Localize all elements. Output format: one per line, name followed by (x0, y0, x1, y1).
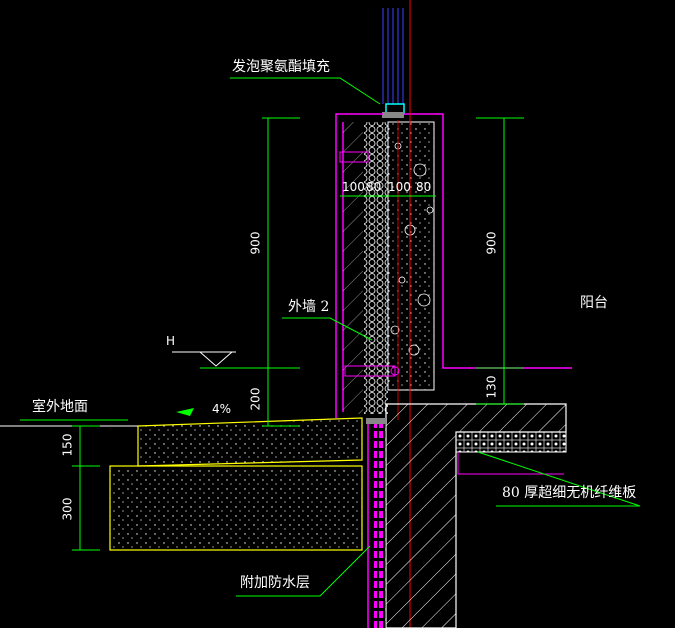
dim-900-left: 900 (248, 231, 263, 255)
label-outer-wall: 外墙 2 (288, 299, 330, 315)
dim-layer-2: 80 (366, 180, 382, 194)
dim-150: 150 (60, 433, 75, 457)
label-level-mark: H (166, 334, 176, 348)
dim-900-right: 900 (484, 231, 499, 255)
dim-layer-1: 100 (342, 180, 365, 194)
dimension-lines (72, 117, 524, 551)
dim-layer-4: 80 (416, 180, 432, 194)
ground-slab (137, 417, 363, 467)
label-fiber-board: 80 厚超细无机纤维板 (502, 485, 637, 501)
gray-cap (366, 418, 386, 424)
insulation-layer (364, 122, 388, 414)
dim-130: 130 (484, 375, 499, 399)
concrete-wall (387, 121, 435, 391)
foam-fill-block (382, 112, 404, 118)
dim-200: 200 (248, 387, 263, 411)
level-mark-icon (198, 351, 234, 367)
label-balcony: 阳台 (580, 295, 608, 311)
label-slope: 4% (212, 402, 232, 416)
fiber-board-edge (457, 452, 564, 475)
label-outdoor-ground: 室外地面 (32, 399, 88, 415)
sheathing-layer (343, 122, 363, 414)
waterproof-layer (374, 420, 386, 628)
slope-arrow-icon (176, 408, 194, 416)
window-frame (382, 8, 404, 104)
gravel-bed (109, 465, 363, 551)
dim-300: 300 (60, 497, 75, 521)
leader-lines (20, 77, 641, 597)
anchor-bolts (339, 151, 400, 377)
fiber-board (455, 431, 567, 453)
dim-layer-3: 100 (388, 180, 411, 194)
label-foam-fill: 发泡聚氨酯填充 (232, 59, 330, 75)
label-waterproof: 附加防水层 (240, 575, 310, 591)
